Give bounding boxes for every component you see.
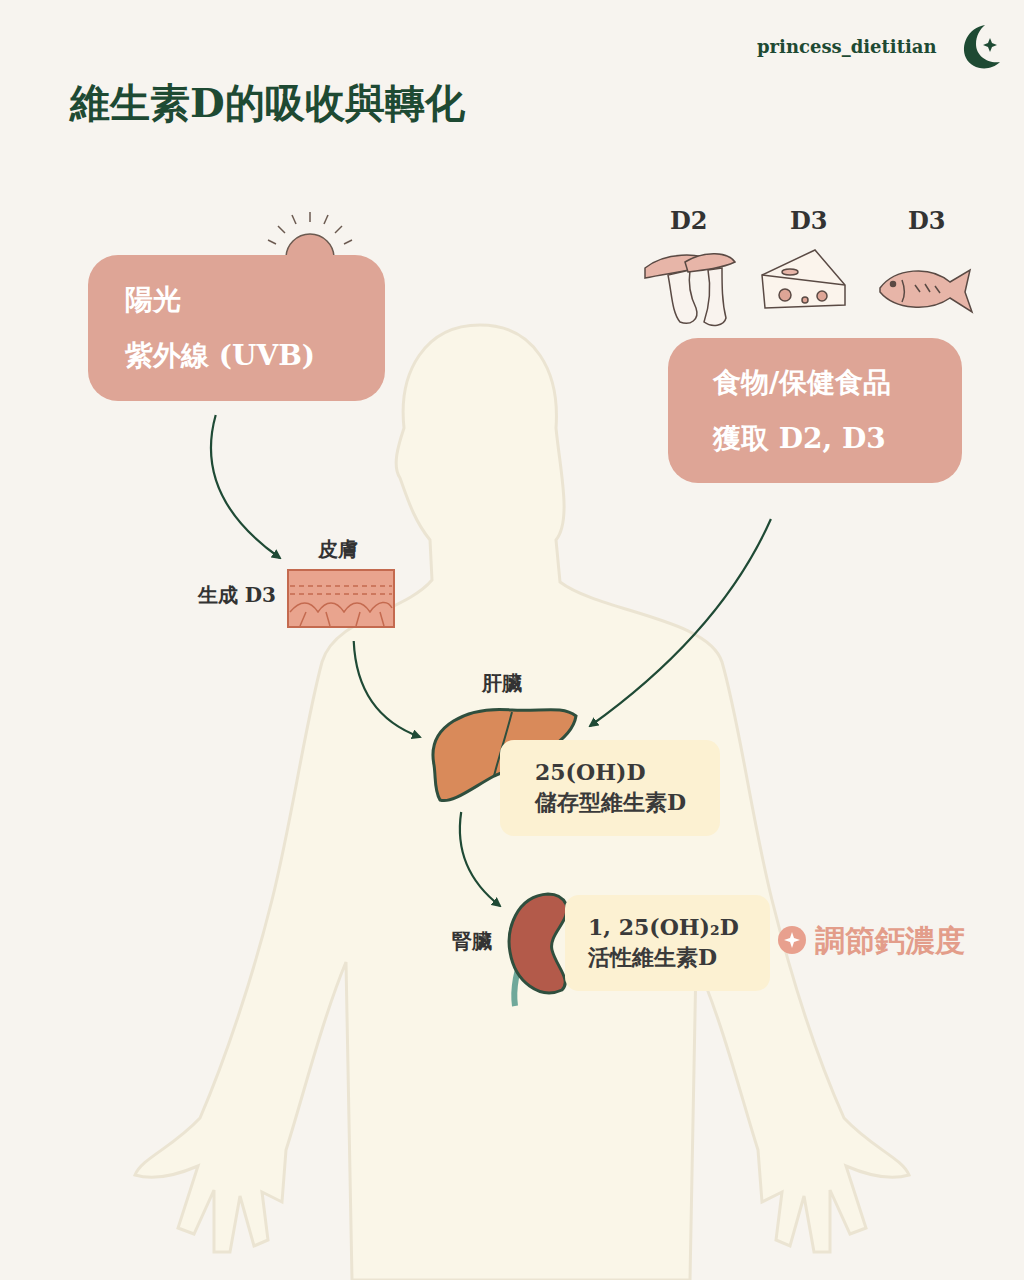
flow-arrow bbox=[211, 415, 280, 558]
flow-arrow bbox=[460, 812, 500, 906]
vitamin-type: D3 bbox=[908, 206, 946, 235]
skin-icon bbox=[288, 570, 394, 627]
node-text: 儲存型維生素D bbox=[535, 788, 686, 818]
node-text: 獲取 D2, D3 bbox=[713, 420, 886, 458]
vitamin-type: D3 bbox=[790, 206, 828, 235]
fish-icon bbox=[880, 270, 972, 312]
diagram-title: 維生素D的吸收與轉化 bbox=[70, 76, 465, 131]
logo-moon bbox=[964, 25, 1000, 68]
metabolite-box: 1, 25(OH)₂D活性維生素D bbox=[565, 895, 770, 991]
node-text: 皮膚 bbox=[318, 536, 358, 563]
node-text: 陽光 bbox=[125, 281, 181, 319]
node-text: 生成 D3 bbox=[198, 582, 276, 609]
callout-text: 調節鈣濃度 bbox=[815, 921, 965, 962]
node-text: 活性維生素D bbox=[588, 943, 717, 973]
node-text: 25(OH)D bbox=[535, 758, 645, 788]
source-box: 陽光紫外線 (UVB) bbox=[88, 255, 385, 401]
watermark: princess_dietitian bbox=[757, 36, 937, 57]
node-text: 肝臟 bbox=[482, 670, 522, 697]
node-text: 紫外線 (UVB) bbox=[125, 337, 315, 375]
cheese-icon bbox=[762, 250, 845, 308]
metabolite-box: 25(OH)D儲存型維生素D bbox=[500, 740, 720, 836]
organ-node: 腎臟 bbox=[506, 892, 572, 1008]
organ-node: 皮膚生成 D3 bbox=[288, 570, 394, 627]
node-text: 腎臟 bbox=[452, 928, 492, 955]
flow-arrow bbox=[590, 519, 771, 726]
flow-arrow bbox=[354, 641, 420, 737]
node-text: 1, 25(OH)₂D bbox=[588, 913, 739, 943]
mushroom-icon bbox=[645, 254, 735, 326]
callout-icon bbox=[778, 926, 806, 954]
node-text: 食物/保健食品 bbox=[713, 364, 891, 402]
vitamin-type: D2 bbox=[670, 206, 708, 235]
source-box: 食物/保健食品獲取 D2, D3 bbox=[668, 338, 962, 483]
kidney-icon bbox=[508, 894, 567, 1006]
